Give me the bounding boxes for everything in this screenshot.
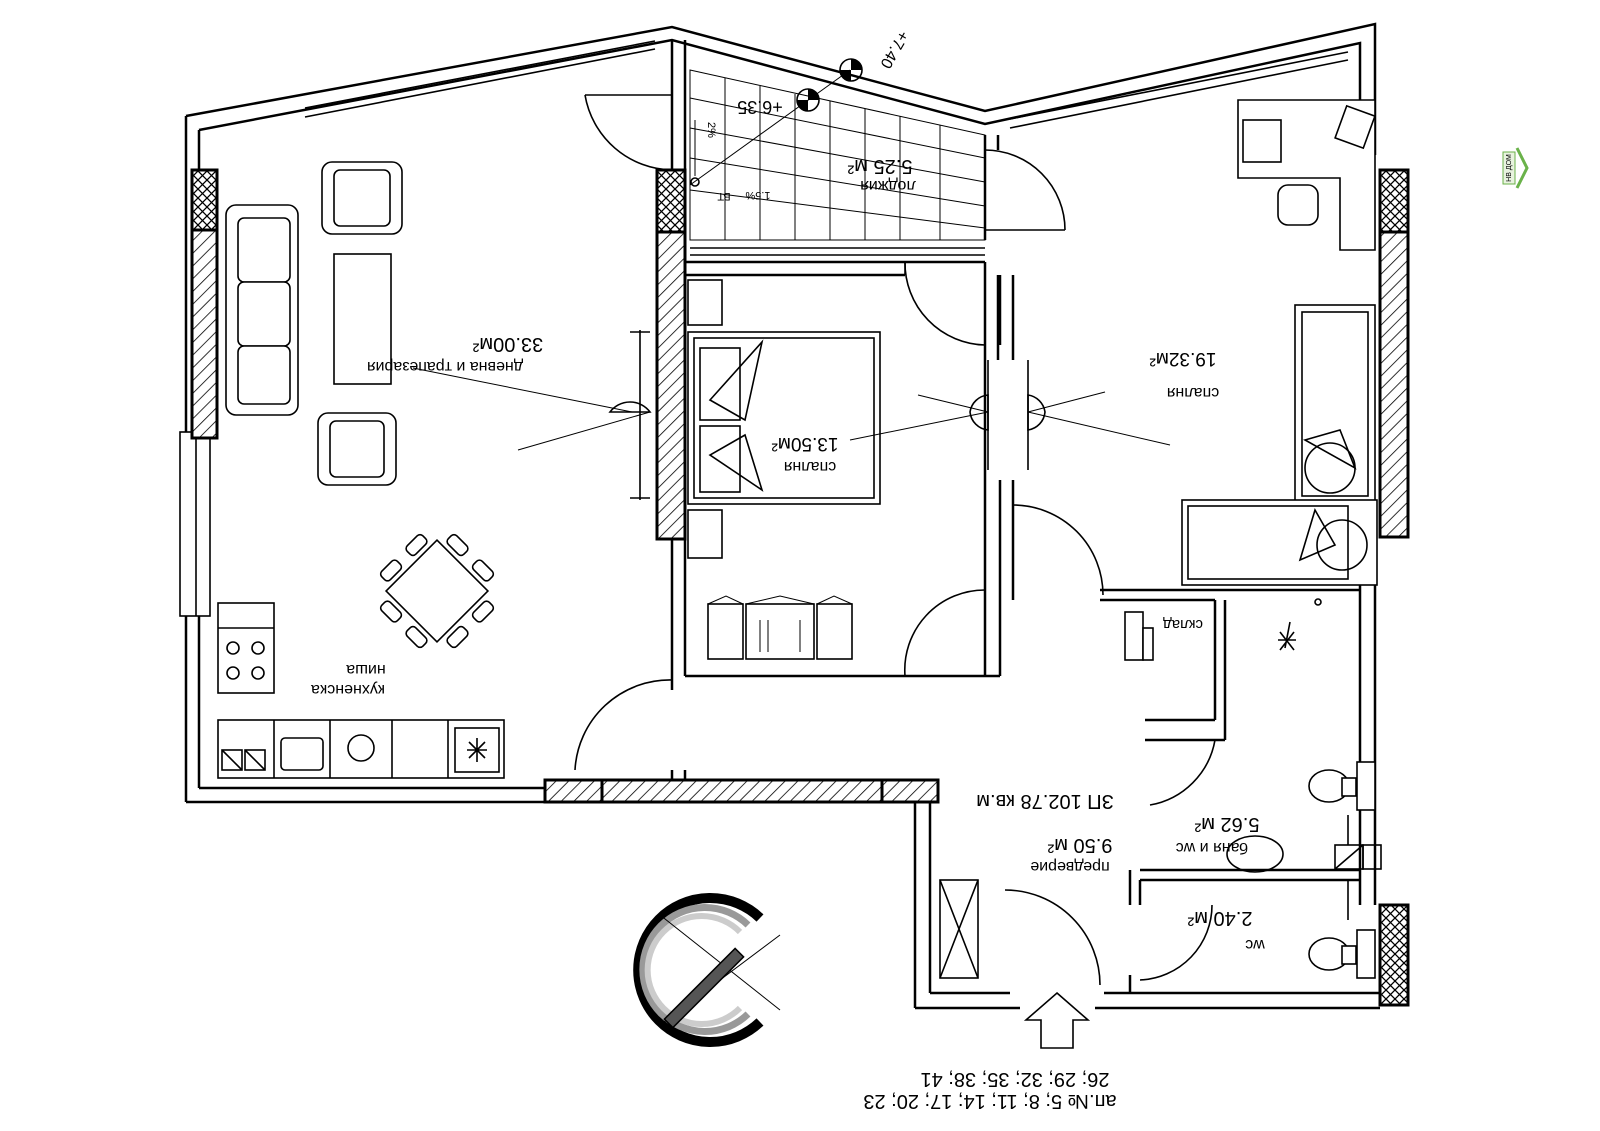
gross-area: ЗП 102.78 кв.м — [976, 790, 1113, 812]
bedroom1-name: спалня — [784, 458, 836, 475]
bedroom1-furniture — [687, 279, 881, 660]
kitchen-name-2: ниша — [346, 661, 386, 678]
hall-closet — [939, 879, 979, 979]
loggia-tiles — [689, 69, 986, 256]
loggia-area: 5.25 м² — [847, 155, 912, 177]
entrance-arrow-icon — [1023, 991, 1091, 1049]
kitchen-name-1: кухненска — [311, 681, 385, 698]
bedroom2-area: 19.32м² — [1150, 348, 1217, 369]
logo-text: НВ ДОМ — [1506, 154, 1513, 182]
wc-area: 2.40 м² — [1187, 907, 1252, 929]
interior-walls — [670, 40, 1360, 993]
north-compass-icon — [633, 893, 781, 1047]
living-room-name: дневна и трапезария — [367, 358, 523, 375]
apartments-line-2: 26; 29; 32; 35; 38; 41 — [920, 1068, 1109, 1090]
bedroom1-area: 13.50м² — [772, 433, 839, 454]
level-2: +7.40 — [876, 27, 911, 71]
brand-logo — [1502, 147, 1529, 189]
drain-note: ВТ — [717, 190, 731, 202]
structural-columns — [190, 168, 1410, 1007]
doors — [574, 94, 1216, 986]
living-room-area: 33.00м² — [472, 333, 543, 355]
living-furniture — [225, 161, 495, 649]
level-markers — [796, 58, 863, 112]
apartments-line-1: ап.№ 5; 8; 11; 14; 17; 20; 23 — [863, 1090, 1116, 1112]
bath-area: 5.62 м² — [1194, 813, 1259, 835]
bedroom2-furniture — [1181, 99, 1378, 586]
bath-name: баня и wc — [1176, 839, 1249, 856]
lamp-symbols — [412, 330, 1171, 500]
exterior-walls — [179, 22, 1380, 1010]
kitchen-units — [217, 602, 505, 779]
loggia-name: лоджия — [860, 177, 916, 194]
level-1: +6.35 — [737, 97, 783, 117]
slope-2: 1.5% — [745, 189, 770, 201]
storage-name: склад — [1163, 616, 1203, 633]
hall-area: 9.50 м² — [1047, 834, 1112, 856]
room-labels: 33.00м² дневна и трапезария кухненска ни… — [311, 27, 1513, 1112]
bathroom-fixtures — [1124, 598, 1382, 979]
slope-1: 2% — [705, 122, 717, 138]
hall-name: предверие — [1030, 858, 1110, 875]
wc-name: wc — [1245, 936, 1266, 953]
bedroom2-name: спалня — [1167, 384, 1219, 401]
